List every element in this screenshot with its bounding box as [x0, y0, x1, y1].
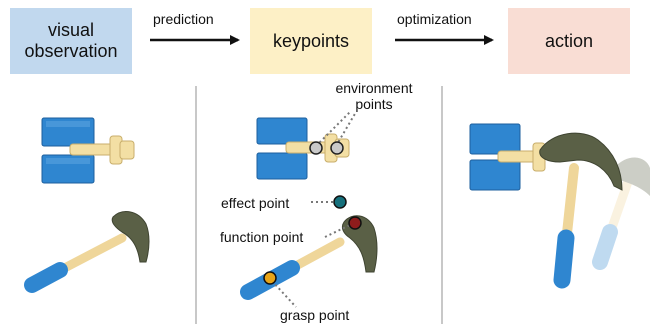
arrow-label-optimization: optimization — [397, 11, 472, 27]
stage-box-action: action — [508, 8, 630, 74]
stage-label-keypoints: keypoints — [272, 30, 350, 51]
hammer-observation — [24, 211, 150, 293]
grasp-point — [263, 271, 277, 285]
leader-grasp — [271, 280, 297, 308]
hammer-action-ghost — [592, 157, 650, 270]
function-point — [348, 216, 362, 230]
environment-point-2 — [330, 141, 344, 155]
label-environment-points: environment points — [335, 80, 413, 112]
effect-point — [333, 195, 347, 209]
stage-box-observation: visual observation — [10, 8, 132, 74]
environment-point-1 — [309, 141, 323, 155]
stage-label-action: action — [544, 30, 594, 51]
label-grasp-point: grasp point — [280, 307, 350, 323]
label-function-point: function point — [220, 229, 304, 245]
leader-environment-1 — [315, 111, 351, 147]
stage-box-keypoints: keypoints — [250, 8, 372, 74]
arrow-label-prediction: prediction — [153, 11, 214, 27]
leader-environment-2 — [335, 111, 357, 147]
label-effect-point: effect point — [221, 195, 290, 211]
stage-label-observation: visual observation — [24, 20, 118, 61]
blocks-and-nail-observation — [41, 117, 135, 184]
hammer-action — [539, 132, 623, 289]
blocks-and-nail-action — [469, 123, 546, 191]
